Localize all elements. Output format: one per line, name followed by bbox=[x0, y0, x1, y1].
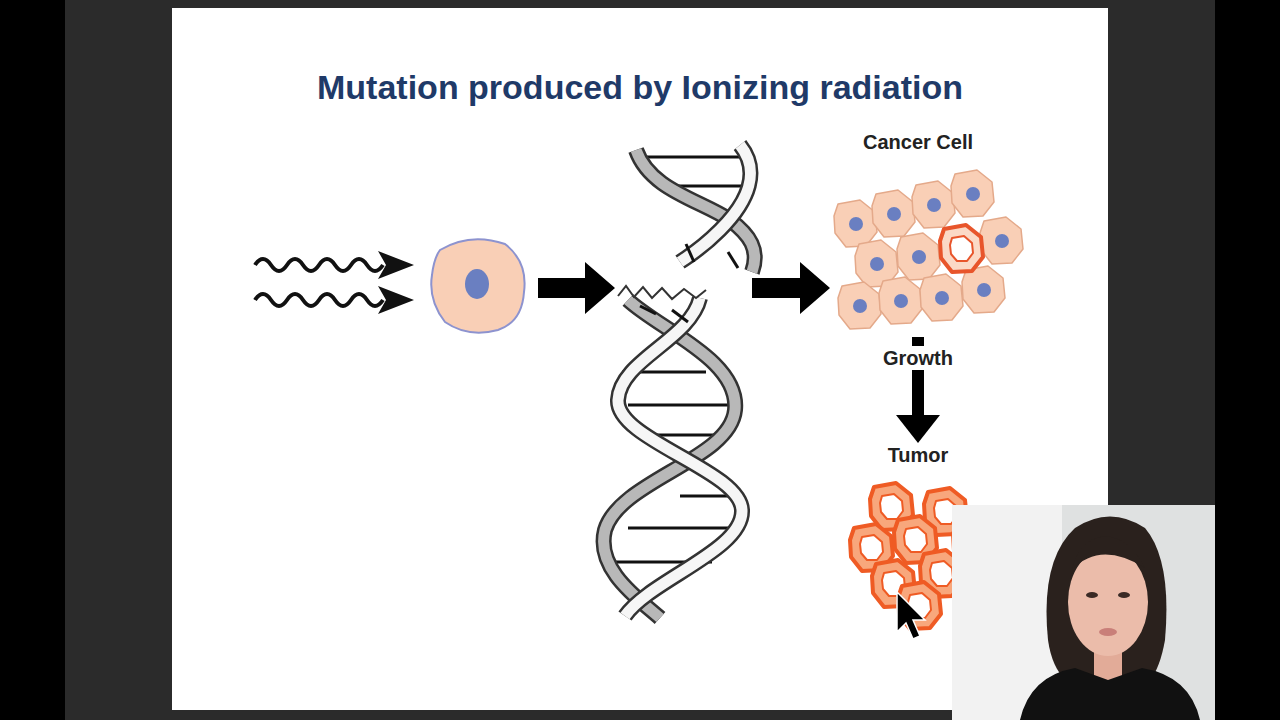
break-mark bbox=[672, 310, 688, 322]
break-mark bbox=[640, 306, 656, 314]
dna-strand-outline bbox=[618, 298, 742, 616]
radiation-waves bbox=[255, 251, 414, 314]
presenter-eye bbox=[1118, 592, 1130, 598]
right-bar bbox=[1215, 0, 1280, 720]
left-bar bbox=[0, 0, 65, 720]
presenter-hair bbox=[1047, 517, 1167, 681]
base-pair bbox=[628, 404, 735, 407]
slide-title: Mutation produced by Ionizing radiation bbox=[172, 68, 1108, 107]
wave-arrowhead bbox=[378, 251, 414, 279]
presenter-face bbox=[1068, 548, 1148, 656]
presenter-eye bbox=[1086, 592, 1098, 598]
normal-cell-small bbox=[872, 190, 915, 237]
normal-cell-small bbox=[897, 233, 940, 280]
edge-label: Growth bbox=[881, 346, 955, 370]
presenter-shirt bbox=[1020, 668, 1200, 720]
wave-line bbox=[255, 294, 383, 306]
break-mark bbox=[728, 252, 738, 268]
dna-strand-outline bbox=[680, 145, 750, 262]
broken-end bbox=[618, 286, 706, 299]
mouse-cursor bbox=[897, 592, 925, 639]
normal-cell-small bbox=[951, 170, 994, 217]
break-mark bbox=[686, 244, 694, 262]
base-pair bbox=[628, 527, 740, 530]
wave-line bbox=[255, 259, 383, 271]
arrow-head bbox=[896, 415, 940, 443]
normal-cell-small bbox=[920, 274, 963, 321]
normal-cell-small bbox=[912, 181, 955, 228]
process-arrow bbox=[752, 262, 830, 314]
normal-cell-small bbox=[980, 217, 1023, 264]
cell-cluster-node: Cancer Cell bbox=[818, 130, 1018, 337]
webcam-overlay bbox=[952, 505, 1215, 720]
cancer-cell-cluster bbox=[834, 170, 1023, 329]
cell-nucleus bbox=[465, 269, 489, 299]
presenter-fringe bbox=[1072, 536, 1145, 570]
mutated-cell bbox=[940, 225, 983, 272]
presenter-mouth bbox=[1099, 628, 1117, 636]
normal-cell-small bbox=[834, 200, 877, 247]
node-heading: Cancer Cell bbox=[818, 130, 1018, 154]
dna-strand bbox=[618, 298, 742, 616]
node-heading: Tumor bbox=[843, 443, 993, 467]
dna-strand bbox=[680, 145, 750, 262]
base-pair bbox=[640, 156, 740, 159]
process-arrow bbox=[538, 262, 615, 314]
normal-cell bbox=[431, 239, 524, 332]
tumor-node: Tumor bbox=[843, 443, 993, 623]
webcam-background bbox=[952, 505, 1215, 720]
dna-helix-upper bbox=[636, 145, 755, 272]
normal-cell-small bbox=[838, 282, 881, 329]
wave-arrowhead bbox=[378, 286, 414, 314]
cell-body bbox=[431, 239, 524, 332]
normal-cell-small bbox=[879, 277, 922, 324]
dna-helix-lower bbox=[604, 286, 742, 618]
